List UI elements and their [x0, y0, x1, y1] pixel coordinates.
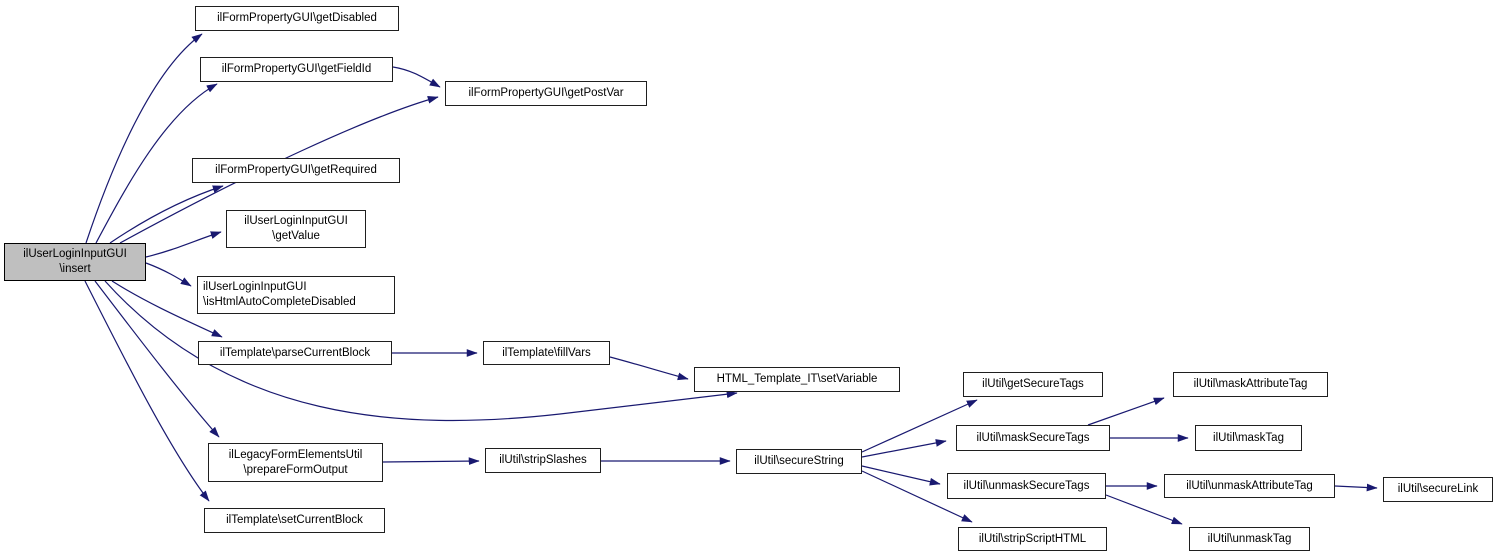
node-label: ilFormPropertyGUI\getDisabled	[217, 12, 377, 25]
node-ilUtil-unmaskAttributeTag[interactable]: ilUtil\unmaskAttributeTag	[1164, 474, 1335, 498]
edge-insert-to-isHtmlAutoCompleteDisabled	[145, 262, 192, 287]
node-label: ilLegacyFormElementsUtil	[228, 448, 363, 461]
node-ilUserLoginInputGUI-insert: ilUserLoginInputGUI \insert	[4, 243, 146, 281]
node-ilFormPropertyGUI-getFieldId[interactable]: ilFormPropertyGUI\getFieldId	[200, 57, 393, 82]
node-label: ilUtil\unmaskTag	[1207, 532, 1292, 545]
node-ilUtil-maskSecureTags[interactable]: ilUtil\maskSecureTags	[956, 425, 1110, 451]
node-label: ilUserLoginInputGUI	[203, 281, 307, 294]
edge-unmaskAttributeTag-to-secureLink	[1334, 483, 1378, 492]
edge-secureString-to-stripScriptHTML	[861, 470, 973, 523]
node-label: \isHtmlAutoCompleteDisabled	[203, 296, 356, 308]
node-ilUtil-unmaskSecureTags[interactable]: ilUtil\unmaskSecureTags	[947, 473, 1106, 499]
node-ilFormPropertyGUI-getDisabled[interactable]: ilFormPropertyGUI\getDisabled	[195, 6, 399, 31]
node-ilUtil-secureLink[interactable]: ilUtil\secureLink	[1383, 477, 1493, 502]
node-ilUtil-secureString[interactable]: ilUtil\secureString	[736, 449, 862, 474]
node-ilFormPropertyGUI-getRequired[interactable]: ilFormPropertyGUI\getRequired	[192, 158, 400, 183]
node-ilUtil-stripScriptHTML[interactable]: ilUtil\stripScriptHTML	[958, 527, 1107, 551]
node-label: ilUtil\maskTag	[1213, 431, 1284, 444]
node-label: \insert	[59, 263, 91, 275]
node-label: ilTemplate\parseCurrentBlock	[219, 346, 371, 359]
node-label: ilFormPropertyGUI\getRequired	[215, 164, 377, 177]
edge-maskSecureTags-to-maskAttributeTag	[1087, 397, 1165, 426]
node-label: ilTemplate\setCurrentBlock	[226, 514, 363, 527]
edge-secureString-to-maskSecureTags	[861, 439, 947, 458]
node-ilUserLoginInputGUI-getValue[interactable]: ilUserLoginInputGUI \getValue	[226, 210, 366, 248]
node-label: ilUtil\secureLink	[1397, 483, 1479, 496]
node-label: ilUtil\getSecureTags	[982, 378, 1084, 391]
node-ilUtil-unmaskTag[interactable]: ilUtil\unmaskTag	[1189, 527, 1310, 551]
node-label: ilUtil\stripScriptHTML	[978, 532, 1087, 545]
edge-insert-to-parseCurrentBlock	[111, 280, 223, 338]
node-ilUtil-maskTag[interactable]: ilUtil\maskTag	[1195, 425, 1302, 451]
edge-insert-to-getFieldId	[95, 83, 218, 244]
node-label: ilUserLoginInputGUI	[244, 215, 348, 228]
node-ilUtil-stripSlashes[interactable]: ilUtil\stripSlashes	[485, 448, 601, 473]
node-ilUserLoginInputGUI-isHtmlAutoCompleteDisabled[interactable]: ilUserLoginInputGUI \isHtmlAutoCompleteD…	[197, 276, 395, 314]
node-label: ilFormPropertyGUI\getFieldId	[221, 63, 372, 76]
node-ilTemplate-setCurrentBlock[interactable]: ilTemplate\setCurrentBlock	[204, 508, 385, 533]
node-ilLegacyFormElementsUtil-prepareFormOutput[interactable]: ilLegacyFormElementsUtil \prepareFormOut…	[208, 443, 383, 482]
node-label: \getValue	[272, 230, 320, 242]
edge-insert-to-getRequired	[109, 185, 224, 244]
node-label: ilUtil\stripSlashes	[499, 454, 587, 467]
edge-insert-to-getPostVar	[119, 96, 439, 244]
node-label: ilFormPropertyGUI\getPostVar	[468, 87, 624, 100]
node-label: ilUtil\unmaskAttributeTag	[1186, 479, 1313, 492]
edge-fillVars-to-setVariable	[609, 356, 689, 381]
edge-insert-to-setCurrentBlock	[84, 280, 210, 502]
node-label: \prepareFormOutput	[243, 463, 348, 476]
edge-insert-to-prepareFormOutput	[94, 280, 220, 438]
node-label: ilUserLoginInputGUI	[23, 248, 127, 261]
edge-getFieldId-to-getPostVar	[392, 66, 441, 88]
node-label: ilUtil\maskAttributeTag	[1193, 378, 1308, 391]
node-ilUtil-maskAttributeTag[interactable]: ilUtil\maskAttributeTag	[1173, 372, 1328, 397]
edge-insert-to-getDisabled	[85, 33, 203, 244]
edge-secureString-to-unmaskSecureTags	[861, 465, 941, 486]
node-label: ilUtil\secureString	[754, 455, 844, 468]
node-label: ilTemplate\fillVars	[502, 346, 591, 359]
node-ilTemplate-parseCurrentBlock[interactable]: ilTemplate\parseCurrentBlock	[198, 341, 392, 365]
node-HTML_Template_IT-setVariable[interactable]: HTML_Template_IT\setVariable	[694, 367, 900, 392]
node-ilUtil-getSecureTags[interactable]: ilUtil\getSecureTags	[963, 372, 1103, 397]
edge-secureString-to-getSecureTags	[861, 399, 978, 453]
node-label: ilUtil\maskSecureTags	[976, 431, 1090, 444]
edge-insert-to-getValue	[145, 231, 222, 258]
node-label: ilUtil\unmaskSecureTags	[963, 479, 1090, 492]
node-label: HTML_Template_IT\setVariable	[716, 373, 878, 386]
node-ilFormPropertyGUI-getPostVar[interactable]: ilFormPropertyGUI\getPostVar	[445, 81, 647, 106]
node-ilTemplate-fillVars[interactable]: ilTemplate\fillVars	[483, 341, 610, 365]
edge-unmaskSecureTags-to-unmaskTag	[1105, 494, 1183, 525]
edge-prepareFormOutput-to-stripSlashes	[382, 457, 480, 465]
